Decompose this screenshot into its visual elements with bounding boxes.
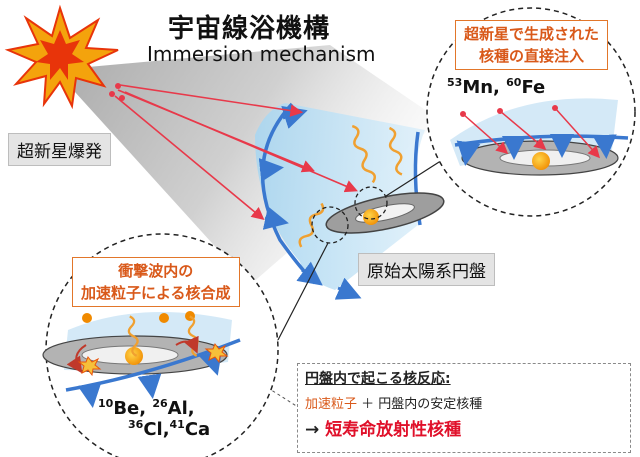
zoom-left-wave-1 [127,315,139,357]
wave-2 [388,126,403,176]
reaction-box [297,363,631,453]
zoom-right-arrow-4 [592,134,617,159]
fe-mass-number: 60 [506,76,522,89]
reaction-equation: 加速粒子 ＋ 円盤内の安定核種 [305,393,482,412]
disk-label: 原始太陽系円盤 [358,253,495,286]
connector-left-a [277,242,329,341]
title-japanese: 宇宙線浴機構 [168,14,331,44]
zoom-right-ray-3 [554,107,601,159]
wave-1 [351,124,377,184]
zoom-marker-upper [354,186,388,220]
shock-region [255,103,425,290]
callout-direct-injection: 超新星で生成された 核種の直接注入 [455,20,609,70]
zoom-marker-lower [311,206,349,244]
reaction-title: 円盤内で起こる核反応: [305,371,451,387]
be-symbol: Be, [113,398,153,419]
wave-3 [298,202,325,248]
shock-arrow-5 [334,277,362,300]
mn-mass-number: 53 [447,76,463,89]
supernova-label: 超新星爆発 [8,133,111,166]
shock-arrow-2 [258,158,284,182]
shock-arrow-3 [262,206,289,230]
reaction-plus-stable: ＋ 円盤内の安定核種 [357,397,483,412]
zoom-right-ray-2 [499,110,547,150]
callout-shock-synthesis-line2: 加速粒子による核合成 [81,284,231,302]
title-english: Immersion mechanism [147,42,376,66]
al-symbol: Al, [167,398,195,419]
zoom-right-dot-3 [552,105,558,111]
zoom-right-dot-1 [460,111,466,117]
zoom-left-ejecta-1 [66,344,87,374]
zoom-left-arrow-1 [77,382,102,408]
zoom-left-particle-2 [159,313,169,323]
isotopes-injected: 53Mn, 60Fe [447,76,545,98]
zoom-left-arrow-3 [199,349,223,376]
cl-symbol: Cl, [143,419,170,440]
reaction-accelerated-particle: 加速粒子 [305,397,358,412]
zoom-right-arrow-1 [456,140,481,166]
ray-1 [119,84,304,117]
shock-arrow-4 [296,261,323,286]
ray-source-dot-2 [109,91,115,97]
ray-source-dot-1 [115,83,121,89]
callout-direct-injection-line1: 超新星で生成された [464,25,600,43]
reaction-result: → 短寿命放射性核種 [305,415,461,440]
be-mass-number: 10 [98,397,114,410]
emission-cone [55,45,440,285]
ray-3 [114,95,265,221]
ray-4 [124,91,358,193]
reaction-arrow-text: → [305,420,326,440]
ray-source-dot-3 [119,95,125,101]
proto-sun [363,209,379,225]
al-mass-number: 26 [152,397,168,410]
reaction-result-label: 短寿命放射性核種 [325,420,462,440]
zoom-left-arrow-2 [137,373,162,399]
fe-symbol: Fe [521,77,546,98]
isotopes-spallation-line1: 10Be, 26Al, [98,397,195,419]
callout-shock-synthesis-line1: 衝撃波内の [118,262,194,280]
zoom-left-particle-1 [82,313,92,323]
zoom-left-sun [125,347,143,365]
cl-mass-number: 36 [128,418,144,431]
zoom-left-spark-1 [77,356,102,377]
zoom-right-ray-1 [462,113,509,154]
zoom-left-spark-2 [204,343,229,364]
zoom-right-dot-2 [497,108,503,114]
ca-mass-number: 41 [169,418,185,431]
zoom-left-ejecta-2 [175,335,199,354]
ca-symbol: Ca [184,419,211,440]
callout-shock-synthesis: 衝撃波内の 加速粒子による核合成 [72,257,240,307]
isotopes-spallation-line2: 36Cl,41Ca [128,418,210,440]
supernova-core [36,30,84,80]
callout-direct-injection-line2: 核種の直接注入 [479,47,585,65]
zoom-right-sun [532,152,550,170]
mn-symbol: Mn, [462,77,507,98]
